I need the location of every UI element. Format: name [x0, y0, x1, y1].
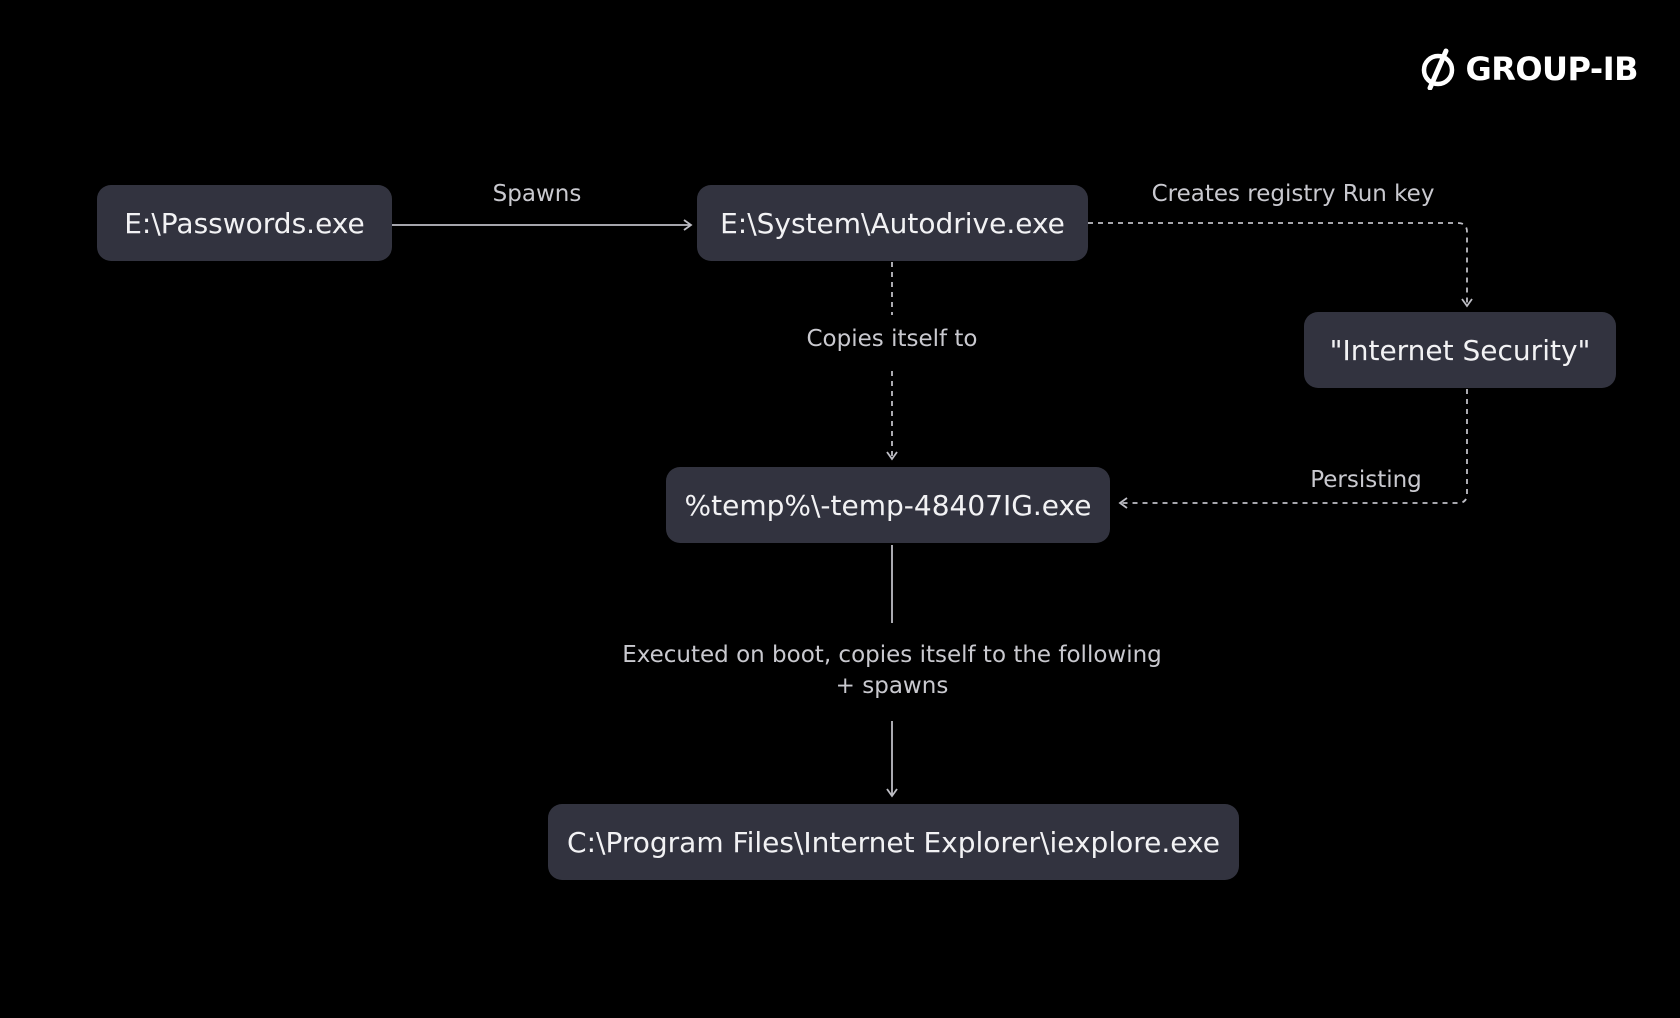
- label-copies-itself-to: Copies itself to: [806, 326, 978, 352]
- node-autodrive-exe: E:\System\Autodrive.exe: [697, 185, 1088, 261]
- group-ib-logo-icon: [1419, 48, 1457, 90]
- group-ib-logo: GROUP-IB: [1419, 48, 1638, 90]
- label-spawns: Spawns: [492, 181, 582, 207]
- logo-text: GROUP-IB: [1465, 50, 1638, 88]
- edge-run-key-line: [1088, 222, 1473, 308]
- node-temp-exe: %temp%\-temp-48407IG.exe: [666, 467, 1110, 543]
- label-executed-on-boot: Executed on boot, copies itself to the f…: [575, 640, 1209, 702]
- node-passwords-exe: E:\Passwords.exe: [97, 185, 392, 261]
- edge-persisting-line: [1118, 389, 1468, 509]
- label-creates-run-key: Creates registry Run key: [1151, 181, 1435, 207]
- label-persisting: Persisting: [1310, 467, 1422, 493]
- label-executed-on-boot-line2: + spawns: [835, 673, 949, 699]
- node-iexplore-exe: C:\Program Files\Internet Explorer\iexpl…: [548, 804, 1239, 880]
- label-executed-on-boot-line1: Executed on boot, copies itself to the f…: [622, 642, 1162, 668]
- node-internet-security: "Internet Security": [1304, 312, 1616, 388]
